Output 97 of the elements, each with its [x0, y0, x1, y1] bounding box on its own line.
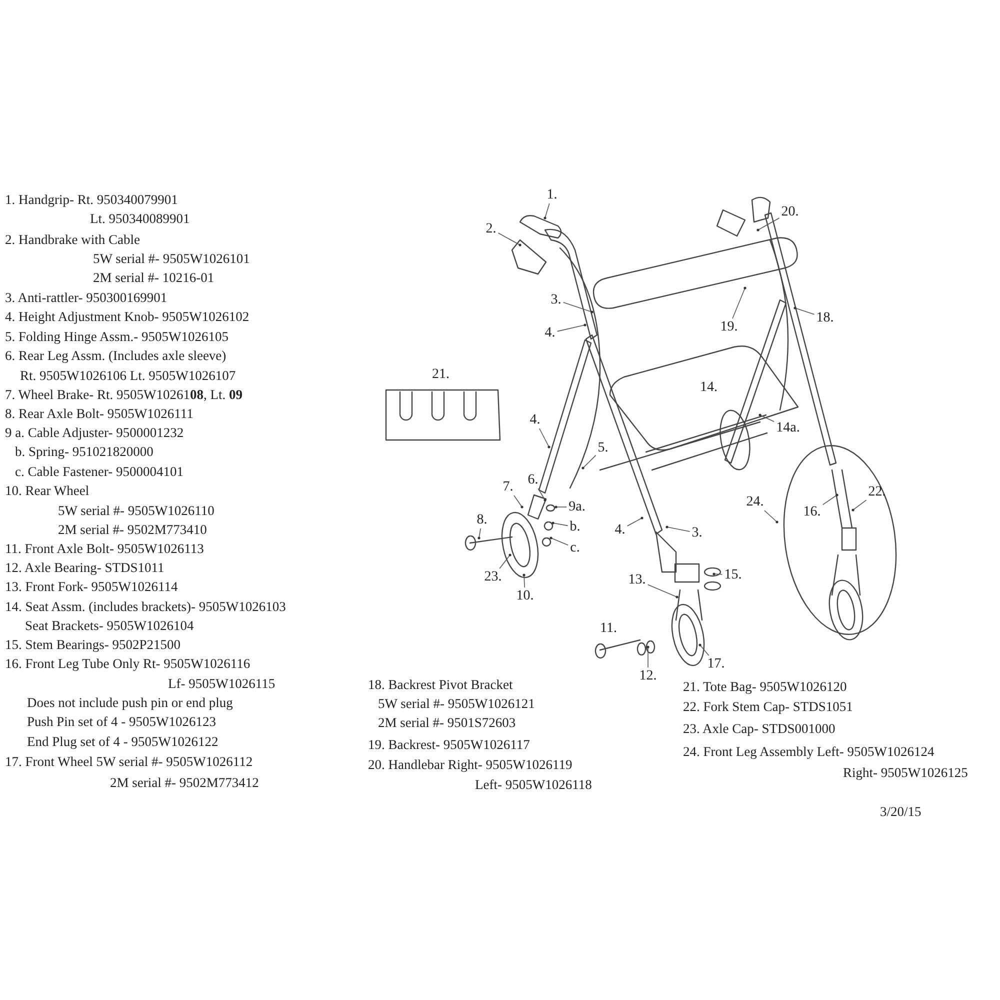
callout-number: 21.: [432, 367, 450, 383]
callout-number: 20.: [780, 204, 800, 220]
callout-number: 4.: [544, 326, 556, 340]
part-list-entry: Rt. 9505W1026106 Lt. 9505W1026107: [20, 368, 236, 384]
part-list-entry: 23. Axle Cap- STDS001000: [683, 721, 836, 737]
leader-line: [524, 574, 525, 588]
part-list-entry: 3/20/15: [880, 804, 922, 820]
part-list-entry: 8. Rear Axle Bolt- 9505W1026111: [5, 406, 194, 422]
part-list-entry: Lf- 9505W1026115: [168, 676, 276, 692]
part-list-entry: Does not include push pin or end plug: [27, 695, 233, 711]
leader-line: [539, 428, 550, 448]
part-list-entry: c. Cable Fastener- 9500004101: [15, 464, 184, 480]
part-list-entry: Push Pin set of 4 - 9505W1026123: [27, 714, 216, 730]
leader-line: [822, 494, 838, 506]
callout-number: 18.: [815, 310, 835, 326]
callout-number: 4.: [528, 412, 542, 428]
callout-number: 7.: [502, 480, 514, 494]
callout-number: 3.: [550, 292, 562, 308]
leader-line: [550, 538, 568, 546]
leader-line: [582, 454, 596, 468]
part-list-entry: 2M serial #- 9502M773410: [58, 522, 207, 538]
part-list-entry: 11. Front Axle Bolt- 9505W1026113: [5, 541, 204, 557]
part-list-entry: 15. Stem Bearings- 9502P21500: [5, 637, 180, 653]
callout-number: b.: [568, 520, 582, 534]
part-list-entry: Left- 9505W1026118: [475, 777, 592, 793]
part-list-entry: 3. Anti-rattler- 950300169901: [5, 290, 168, 306]
callout-number: 19.: [719, 320, 739, 334]
part-list-entry: 5. Folding Hinge Assm.- 9505W1026105: [5, 329, 229, 345]
callout-number: 14.: [700, 380, 718, 396]
part-list-entry: Seat Brackets- 9505W1026104: [25, 618, 194, 634]
leader-line: [478, 528, 481, 538]
part-list-entry: 2. Handbrake with Cable: [5, 232, 140, 248]
leader-line: [852, 500, 867, 510]
part-list-entry: End Plug set of 4 - 9505W1026122: [27, 734, 218, 750]
leader-line: [556, 324, 586, 332]
callout-number: 24.: [745, 494, 765, 510]
callout-number: 12.: [638, 668, 658, 684]
leader-line: [556, 506, 567, 508]
leader-line: [647, 584, 678, 598]
callout-number: 1.: [546, 188, 558, 202]
leader-line: [544, 203, 550, 218]
part-list-entry: b. Spring- 951021820000: [15, 444, 154, 460]
leader-line: [760, 414, 774, 422]
part-list-entry: 5W serial #- 9505W1026101: [93, 251, 250, 267]
leader-line: [552, 522, 568, 526]
leader-line: [666, 526, 690, 532]
callout-number: 10.: [515, 588, 535, 604]
callout-number: 17.: [706, 656, 726, 672]
part-list-entry: 4. Height Adjustment Knob- 9505W1026102: [5, 309, 250, 325]
part-list-entry: 20. Handlebar Right- 9505W1026119: [368, 757, 572, 773]
leader-line: [732, 288, 746, 319]
leader-line: [498, 232, 520, 246]
part-list-entry: 5W serial #- 9505W1026110: [58, 503, 214, 519]
callout-number: 8.: [476, 512, 488, 528]
callout-number: 13.: [627, 572, 647, 588]
callout-number: 2.: [484, 222, 498, 236]
callout-number: 4.: [614, 522, 626, 538]
part-list-entry: 24. Front Leg Assembly Left- 9505W1026124: [683, 744, 934, 760]
leader-line: [794, 308, 815, 315]
callout-number: 9a.: [568, 500, 586, 514]
part-list-entry: 6. Rear Leg Assm. (Includes axle sleeve): [5, 348, 226, 364]
part-list-entry: 9 a. Cable Adjuster- 9500001232: [5, 425, 184, 441]
leader-line: [700, 644, 710, 656]
part-list-entry: 16. Front Leg Tube Only Rt- 9505W1026116: [5, 656, 250, 672]
leader-line: [499, 554, 510, 569]
part-list-entry: 1. Handgrip- Rt. 950340079901: [5, 192, 178, 208]
part-list-entry: 14. Seat Assm. (includes brackets)- 9505W1026103: [5, 599, 286, 615]
part-list-entry: 5W serial #- 9505W1026121: [378, 696, 535, 712]
part-list-entry: 2M serial #- 9502M773412: [110, 775, 259, 791]
callout-number: 15.: [723, 568, 743, 582]
leader-line: [538, 488, 546, 500]
part-list-entry: Right- 9505W1026125: [843, 765, 968, 781]
part-list-entry: 12. Axle Bearing- STDS1011: [5, 560, 164, 576]
callout-number: 5.: [596, 440, 610, 456]
part-list-entry: 22. Fork Stem Cap- STDS1051: [683, 699, 853, 715]
callout-number: 6.: [526, 472, 540, 488]
callout-number: 23.: [483, 570, 503, 584]
part-list-entry: 18. Backrest Pivot Bracket: [368, 677, 513, 693]
leader-line: [626, 518, 642, 526]
part-list-entry: 2M serial #- 10216-01: [93, 270, 214, 286]
leader-line: [562, 302, 592, 312]
part-list-entry: 17. Front Wheel 5W serial #- 9505W1026112: [5, 754, 253, 770]
part-list-entry: 2M serial #- 9501S72603: [378, 715, 516, 731]
callout-number: 16.: [802, 504, 822, 520]
callout-number: 3.: [690, 526, 704, 540]
callout-number: 14a.: [775, 420, 801, 436]
part-list-entry: 21. Tote Bag- 9505W1026120: [683, 679, 847, 695]
part-list-entry: 19. Backrest- 9505W1026117: [368, 737, 530, 753]
leader-line: [514, 495, 522, 508]
part-list-entry: 10. Rear Wheel: [5, 483, 90, 499]
part-list-entry: 7. Wheel Brake- Rt. 9505W1026108, Lt. 09: [5, 387, 242, 403]
callout-number: c.: [569, 540, 581, 556]
leader-line: [758, 218, 780, 230]
leader-line: [764, 510, 778, 522]
part-list-entry: Lt. 950340089901: [90, 211, 190, 227]
callout-number: 11.: [600, 621, 617, 637]
part-list-entry: 13. Front Fork- 9505W1026114: [5, 579, 178, 595]
